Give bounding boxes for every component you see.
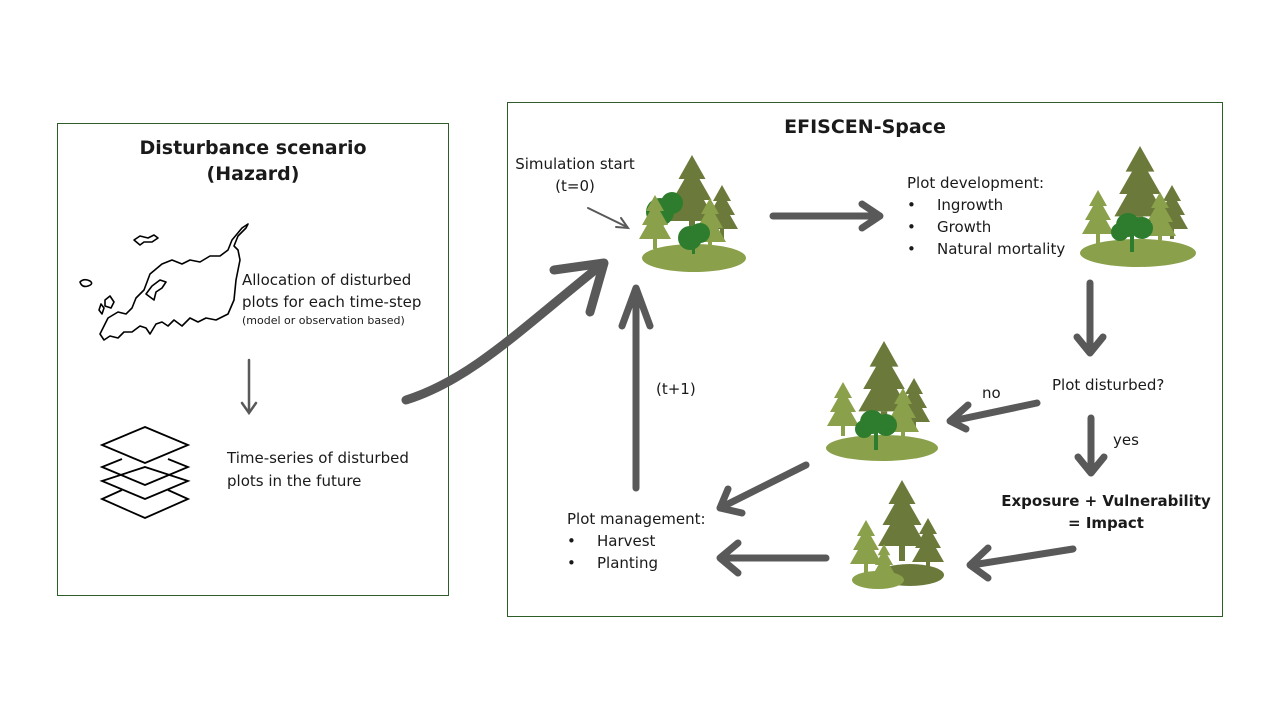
allocation-text: Allocation of disturbed plots for each t… (242, 269, 421, 329)
model-title: EFISCEN-Space (784, 116, 946, 138)
hazard-panel (57, 123, 449, 596)
hazard-title-line1: Disturbance scenario (139, 137, 367, 159)
forest-disturbed-icon (850, 480, 944, 589)
plot-disturbed-question: Plot disturbed? (1052, 376, 1165, 394)
allocation-line2: plots for each time-step (242, 293, 422, 311)
next-step-label: (t+1) (656, 380, 696, 398)
timeseries-text: Time-series of disturbed plots in the fu… (227, 447, 409, 493)
hazard-title: Disturbance scenario (Hazard) (57, 137, 449, 185)
sim-start-text: Simulation start (t=0) (510, 153, 640, 197)
hazard-to-model-arrow (401, 258, 609, 405)
arrow-next-step (618, 284, 654, 492)
arrow-to-management-from-undisturbed (716, 461, 810, 517)
hazard-title-line2: (Hazard) (206, 163, 300, 185)
plot-management: Plot management: Harvest Planting (567, 508, 706, 574)
sim-start-line1: Simulation start (515, 155, 635, 173)
arrow-to-disturbed (1073, 279, 1107, 357)
allocation-note: (model or observation based) (242, 314, 405, 327)
plot-development-item: Natural mortality (907, 238, 1065, 260)
sim-start-line2: (t=0) (555, 177, 595, 195)
plot-development-item: Growth (907, 216, 1065, 238)
plot-management-heading: Plot management: (567, 510, 706, 528)
allocation-line1: Allocation of disturbed (242, 271, 412, 289)
plot-management-item: Harvest (567, 530, 706, 552)
forest-development-icon (1080, 146, 1196, 267)
no-label: no (982, 384, 1001, 402)
forest-start-icon (639, 155, 746, 272)
impact-line2: = Impact (1068, 514, 1144, 532)
impact-text: Exposure + Vulnerability = Impact (1000, 490, 1212, 534)
sim-start-arrow (587, 207, 631, 230)
layers-icon (99, 426, 191, 519)
small-down-arrow (240, 358, 258, 416)
yes-label: yes (1113, 431, 1139, 449)
arrow-to-development (769, 200, 884, 232)
plot-development-heading: Plot development: (907, 174, 1045, 192)
timeseries-line2: plots in the future (227, 472, 362, 490)
timeseries-line1: Time-series of disturbed (227, 449, 409, 467)
plot-development-item: Ingrowth (907, 194, 1065, 216)
plot-development: Plot development: Ingrowth Growth Natura… (907, 172, 1065, 260)
europe-map-icon (79, 223, 249, 341)
arrow-yes (1074, 414, 1108, 477)
arrow-to-management-from-disturbed (716, 539, 830, 577)
arrow-impact (966, 544, 1077, 582)
impact-line1: Exposure + Vulnerability (1001, 492, 1211, 510)
forest-undisturbed-icon (826, 341, 938, 461)
arrow-no (946, 399, 1041, 433)
plot-management-item: Planting (567, 552, 706, 574)
